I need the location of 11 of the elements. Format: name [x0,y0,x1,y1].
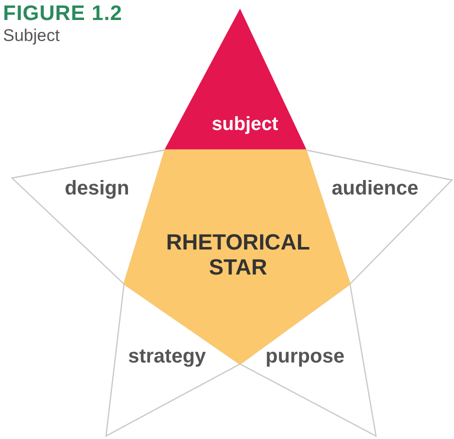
point-label: strategy [128,346,206,368]
point-label: subject [212,114,278,136]
point-label: purpose [266,346,344,368]
star-point [106,284,240,436]
figure-title: FIGURE 1.2 [3,2,122,26]
point-label: audience [332,178,418,200]
star-point [240,284,376,436]
center-label: RHETORICAL STAR [165,230,311,280]
point-label: design [64,178,130,200]
star-point [12,150,165,284]
figure-subtitle: Subject [3,26,60,46]
